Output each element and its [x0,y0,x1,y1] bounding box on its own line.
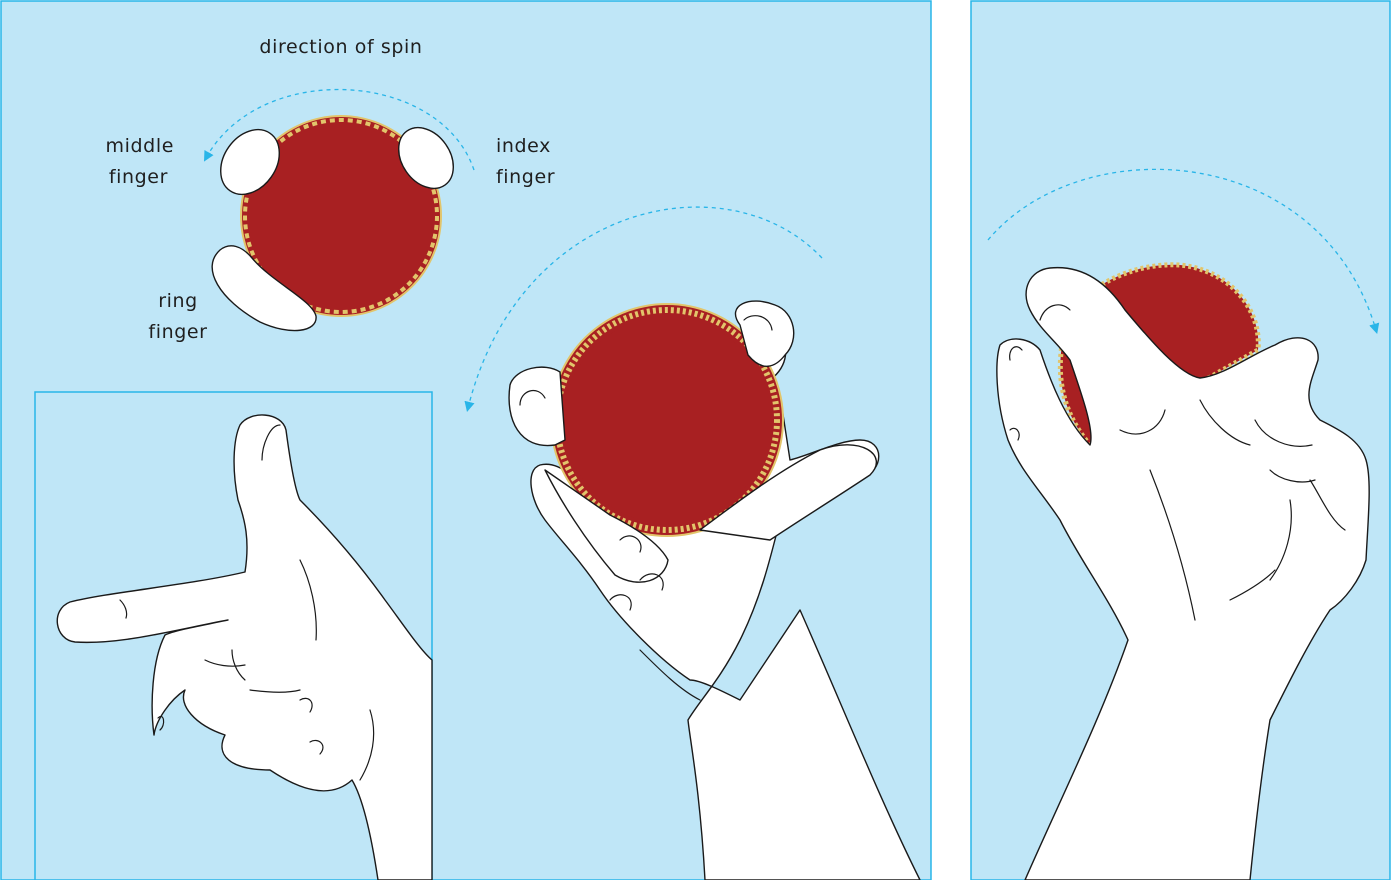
inset-panel [35,392,432,880]
index-finger-label-2: finger [496,166,555,188]
ring-finger-label: ring [158,290,198,312]
middle-finger-label-2: finger [109,166,168,188]
left-panel: direction of spin middle finger index fi… [1,1,931,880]
right-panel [971,1,1390,880]
direction-of-spin-label: direction of spin [259,36,422,58]
index-finger-label: index [496,135,551,157]
middle-finger-label: middle [106,135,174,157]
ring-finger-label-2: finger [148,321,207,343]
